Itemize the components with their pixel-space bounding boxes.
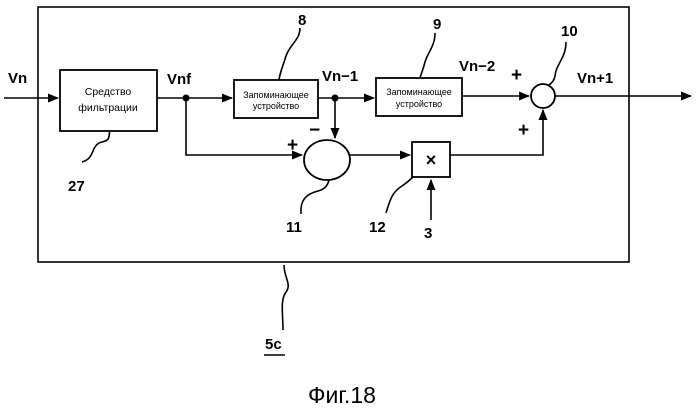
subtractor-node <box>304 140 350 180</box>
unit-frame <box>38 7 629 262</box>
leader-27 <box>82 131 110 162</box>
signal-vn-plus-1: Vn+1 <box>577 70 613 87</box>
ref-27: 27 <box>68 178 85 195</box>
adder-sign-top: + <box>511 65 522 86</box>
ref-3: 3 <box>424 225 432 242</box>
leader-12 <box>386 177 413 213</box>
ref-10: 10 <box>561 23 578 40</box>
leader-9 <box>420 33 435 78</box>
ref-5c: 5c <box>265 336 282 353</box>
filter-block <box>60 70 157 131</box>
signal-vn-2: Vn−2 <box>459 58 495 75</box>
subtractor-sign-plus: + <box>287 135 298 156</box>
ref-8: 8 <box>298 12 306 29</box>
leader-10 <box>548 42 566 86</box>
ref-11: 11 <box>286 219 302 236</box>
subtractor-sign-minus: − <box>309 120 320 141</box>
adder-sign-bottom: + <box>518 120 529 141</box>
multiplier-symbol: × <box>426 150 437 170</box>
ref-9: 9 <box>433 16 441 33</box>
adder-node <box>531 84 555 108</box>
memory-block-2 <box>376 78 462 116</box>
figure-caption: Фиг.18 <box>308 382 376 408</box>
filter-block-label-1: Средство <box>85 86 132 98</box>
leader-5c <box>282 265 288 330</box>
ref-12: 12 <box>369 219 386 236</box>
memory-block-1-label-1: Запоминающее <box>243 90 309 100</box>
signal-vnf: Vnf <box>167 71 192 88</box>
leader-8 <box>279 28 300 80</box>
memory-block-2-label-2: устройство <box>396 99 442 109</box>
filter-block-label-2: фильтрации <box>78 102 138 114</box>
signal-vn: Vn <box>8 70 27 87</box>
signal-vn-1: Vn−1 <box>322 68 358 85</box>
memory-block-2-label-1: Запоминающее <box>386 87 452 97</box>
memory-block-1-label-2: устройство <box>253 101 299 111</box>
leader-11 <box>301 180 329 214</box>
